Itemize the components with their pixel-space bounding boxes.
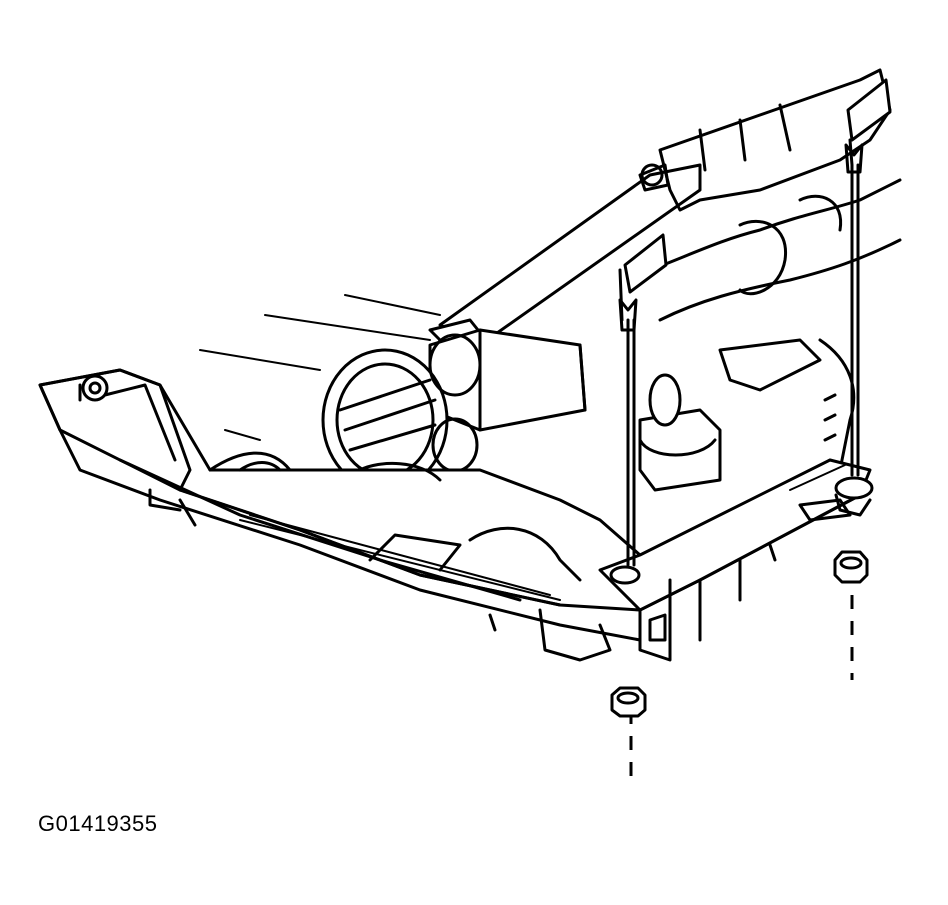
crossmember-icon [38,368,872,662]
engine-block-icon [199,68,902,492]
nut-icon [833,550,869,584]
nut-icon [610,686,647,718]
stud-icon [609,233,668,585]
bolt-icon [638,163,670,192]
stud-icon [834,78,892,517]
figure-code: G01419355 [38,811,158,836]
